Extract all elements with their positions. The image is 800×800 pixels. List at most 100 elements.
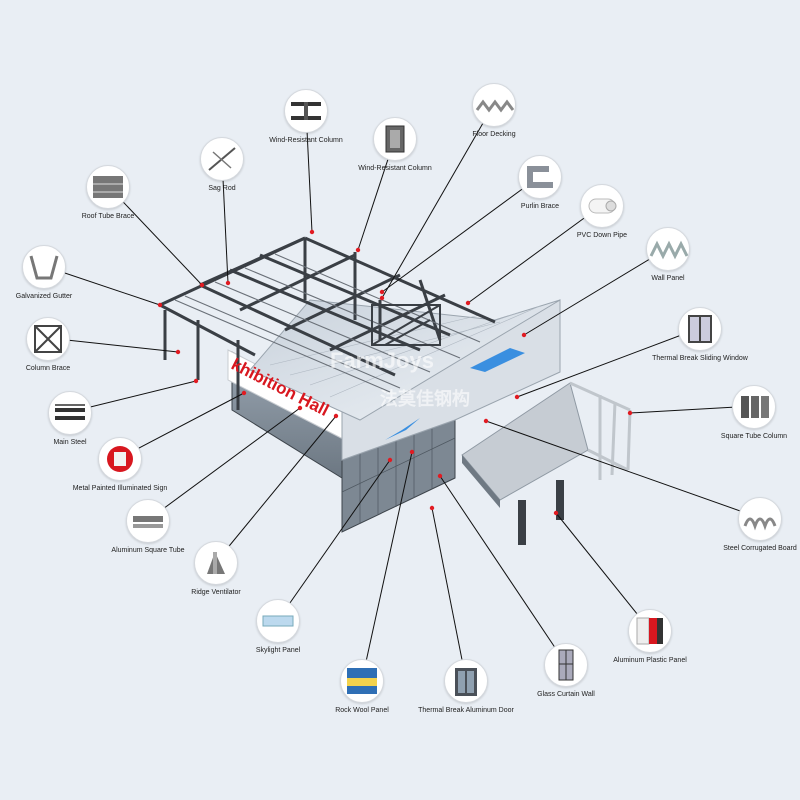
callout-label: Roof Tube Brace: [81, 213, 135, 220]
leader-line: [523, 247, 669, 336]
callout-label: Galvanized Gutter: [15, 293, 73, 300]
leader-dot: [429, 505, 435, 511]
component-callout: Glass Curtain Wall: [506, 643, 626, 699]
rod-icon: [200, 137, 244, 181]
component-callout: Skylight Panel: [218, 599, 338, 655]
leader-line: [381, 103, 495, 299]
component-callout: Wind-Resistant Column: [335, 117, 455, 173]
leader-dot: [379, 289, 385, 295]
callout-label: Wind-Resistant Column: [358, 165, 432, 172]
component-callout: Floor Decking: [434, 83, 554, 139]
main-steel-icon: [48, 391, 92, 435]
steel-frame: [159, 236, 496, 410]
leader-lines: [43, 103, 761, 681]
component-callout: Rock Wool Panel: [302, 659, 422, 715]
callout-label: Main Steel: [53, 439, 87, 446]
leader-dot: [333, 413, 339, 419]
component-callout: Aluminum Plastic Panel: [590, 609, 710, 665]
component-callout: Column Brace: [0, 317, 108, 373]
leader-line: [555, 512, 651, 631]
callout-label: Aluminum Square Tube: [111, 547, 185, 554]
callout-label: Square Tube Column: [720, 433, 788, 440]
callout-label: Column Brace: [25, 365, 71, 372]
leader-line: [467, 204, 603, 304]
skylight-icon: [256, 599, 300, 643]
leader-line: [147, 407, 301, 521]
building-model: khibition Hall FarmJoys 法莫佳钢构: [159, 236, 632, 545]
curtain-wall-icon: [544, 643, 588, 687]
leader-dot: [309, 229, 315, 235]
component-callout: Ridge Ventilator: [156, 541, 276, 597]
alu-plastic-icon: [628, 609, 672, 653]
component-callout: Purlin Brace: [480, 155, 600, 211]
i-beam-icon: [284, 89, 328, 133]
component-callout: Steel Corrugated Board: [700, 497, 800, 553]
component-callout: Wall Panel: [608, 227, 728, 283]
callout-label: Ridge Ventilator: [191, 589, 241, 596]
callout-label: Floor Decking: [472, 131, 516, 138]
square-tube-icon: [732, 385, 776, 429]
leader-dot: [199, 282, 205, 288]
leader-dot: [157, 302, 163, 308]
leader-line: [107, 185, 203, 286]
leader-dot: [379, 295, 385, 301]
callout-label: Metal Painted Illuminated Sign: [72, 485, 168, 492]
alu-tube-icon: [126, 499, 170, 543]
roof-panel: [249, 299, 561, 421]
leader-dot: [175, 349, 181, 355]
canopy-front: [462, 455, 500, 508]
floor-decking-icon: [472, 83, 516, 127]
wall-panel-icon: [646, 227, 690, 271]
callout-label: Steel Corrugated Board: [723, 545, 797, 552]
window-icon: [678, 307, 722, 351]
box-column-icon: [373, 117, 417, 161]
ventilator-icon: [194, 541, 238, 585]
component-callout: Wind-Resistant Column: [246, 89, 366, 145]
component-callout: Aluminum Square Tube: [88, 499, 208, 555]
callout-label: Purlin Brace: [520, 203, 560, 210]
leader-dot: [465, 300, 471, 306]
component-callout: Square Tube Column: [694, 385, 800, 441]
tube-brace-icon: [86, 165, 130, 209]
callout-label: Sag Rod: [208, 185, 236, 192]
leader-dot: [225, 280, 231, 286]
column-brace-icon: [26, 317, 70, 361]
leader-dot: [553, 510, 559, 516]
truss-frame: [569, 381, 632, 480]
leader-line: [277, 459, 391, 621]
callout-label: Wall Panel: [651, 275, 685, 282]
callout-label: Thermal Break Sliding Window: [652, 355, 748, 362]
leader-dot: [483, 418, 489, 424]
component-callout: Roof Tube Brace: [48, 165, 168, 221]
gutter-icon: [22, 245, 66, 289]
leader-dot: [521, 332, 527, 338]
rockwool-icon: [340, 659, 384, 703]
leader-dot: [437, 473, 443, 479]
leader-dot: [409, 449, 415, 455]
component-callout: Main Steel: [10, 391, 130, 447]
leader-dot: [297, 405, 303, 411]
callout-label: Rock Wool Panel: [335, 707, 389, 714]
leader-dot: [241, 390, 247, 396]
component-callout: Thermal Break Aluminum Door: [406, 659, 526, 715]
watermark-en: FarmJoys: [330, 348, 434, 373]
leader-dot: [627, 410, 633, 416]
leader-dot: [355, 247, 361, 253]
sign-icon: [98, 437, 142, 481]
leader-line: [119, 392, 245, 459]
leader-line: [361, 451, 413, 681]
pipe-icon: [580, 184, 624, 228]
leader-line: [381, 175, 541, 293]
component-callout: PVC Down Pipe: [542, 184, 662, 240]
callout-label: PVC Down Pipe: [576, 232, 628, 239]
leader-dot: [193, 378, 199, 384]
purlin-lines: [174, 253, 481, 393]
leader-line: [215, 415, 337, 563]
leader-line: [516, 327, 701, 398]
callout-label: Glass Curtain Wall: [537, 691, 595, 698]
component-callout: Sag Rod: [162, 137, 282, 193]
stair-tower: [371, 304, 441, 346]
leader-line: [485, 420, 761, 519]
purlin-icon: [518, 155, 562, 199]
